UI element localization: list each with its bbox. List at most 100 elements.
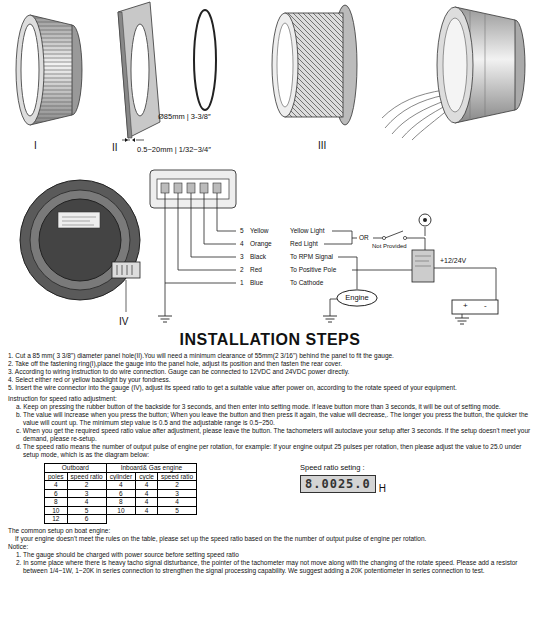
- part-number: III: [318, 140, 326, 151]
- instruction-text: d. The speed ratio means the number of o…: [16, 443, 532, 459]
- dimension: Ø85mm | 3-3/8″: [158, 113, 211, 121]
- o-ring: [194, 10, 216, 110]
- table-cell: 2: [67, 481, 106, 490]
- table-row: 1051045: [45, 506, 197, 515]
- wire-color: Blue: [250, 279, 263, 286]
- table-cell: 2: [157, 481, 196, 490]
- engine-oval: Engine: [336, 289, 378, 307]
- table-header: speed ratio: [157, 472, 196, 481]
- table-cell: 10: [106, 506, 135, 515]
- fastening-ring: [16, 15, 82, 125]
- ground-symbols: [158, 316, 469, 324]
- table-cell: 8: [45, 498, 68, 507]
- wire-color: Red: [250, 266, 262, 273]
- table-cell: 4: [136, 498, 158, 507]
- table-row: 63643: [45, 489, 197, 498]
- part-number: I: [34, 140, 37, 151]
- display-line: 8.0025.0H: [300, 475, 386, 493]
- pin-function: To Positive Pole: [290, 266, 336, 273]
- table-row: OutboardInboard& Gas engine: [45, 464, 197, 473]
- note-text: 1. The gauge should be charged with powe…: [16, 551, 532, 559]
- pin-function: To RPM Signal: [290, 253, 333, 260]
- table-cell-empty: [106, 515, 196, 524]
- text-section: INSTALLATION STEPS 1. Cut a 85 mm( 3 3/8"…: [8, 331, 532, 575]
- table-row: OutboardInboard& Gas enginepolesspeed ra…: [8, 463, 532, 527]
- wire-color: Orange: [250, 240, 272, 247]
- threaded-body: [272, 5, 357, 125]
- table-row: polesspeed ratiocylindercyclespeed ratio: [45, 472, 197, 481]
- battery-pole: +: [463, 302, 468, 311]
- supply-voltage: +12/24V: [440, 257, 466, 265]
- step-text: 5. Insert the wire connector into the ga…: [8, 384, 532, 392]
- table-cell: 4: [136, 481, 158, 490]
- instruction-text: a. Keep on pressing the rubber button of…: [16, 403, 532, 411]
- step-text: 3. According to wiring instruction to do…: [8, 368, 532, 376]
- note-heading: Notice:: [8, 543, 532, 551]
- pin-number: 4: [240, 240, 244, 247]
- ignition-switch: [412, 250, 434, 282]
- wiring-note: Not Provided: [372, 243, 407, 250]
- table-cell: 6: [106, 489, 135, 498]
- step-text: 1. Cut a 85 mm( 3 3/8") diameter panel h…: [8, 352, 532, 360]
- wire-connector: [150, 170, 236, 208]
- wire-color: Yellow: [250, 227, 269, 234]
- wire-color: Black: [250, 253, 266, 260]
- table-cell: 5: [67, 506, 106, 515]
- table-cell: 4: [67, 498, 106, 507]
- ratio-table: OutboardInboard& Gas enginepolesspeed ra…: [44, 463, 197, 524]
- speed-display: Speed ratio seting : 8.0025.0H: [300, 463, 386, 493]
- table-header: Inboard& Gas engine: [106, 464, 196, 473]
- instruction-text: c. When you get the required speed ratio…: [16, 427, 532, 443]
- pin-number: 3: [240, 253, 244, 260]
- table-row: 126: [45, 515, 197, 524]
- table-cell: 5: [157, 506, 196, 515]
- table-row: 42442: [45, 481, 197, 490]
- table-header: poles: [45, 472, 68, 481]
- panel: [118, 2, 160, 142]
- unit-letter: H: [379, 483, 386, 494]
- pin-number: 1: [240, 279, 244, 286]
- note-heading: The common setup on boat engine:: [8, 527, 532, 535]
- part-number: IV: [119, 316, 128, 327]
- battery-pole: -: [484, 302, 487, 311]
- display-caption: Speed ratio seting :: [300, 463, 386, 473]
- section-title: INSTALLATION STEPS: [8, 331, 532, 349]
- table-cell: 4: [106, 481, 135, 490]
- lcd-digits: 8.0025.0: [300, 475, 376, 493]
- dimension: 0.5~20mm | 1/32~3/4″: [137, 146, 211, 154]
- table-cell: 8: [106, 498, 135, 507]
- table-cell: 6: [45, 489, 68, 498]
- table-cell: 4: [136, 489, 158, 498]
- table-cell: 4: [136, 506, 158, 515]
- battery: [452, 300, 498, 314]
- node-label: Engine: [336, 289, 378, 307]
- instruction-heading: Instruction for speed ratio adjustment:: [8, 395, 532, 403]
- table-header: cylinder: [106, 472, 135, 481]
- note-text: 2. In some place where there is heavy ta…: [16, 559, 532, 575]
- pin-number: 5: [240, 227, 244, 234]
- note-text: If your engine doesn't meet the rules on…: [8, 535, 532, 543]
- pin-number: 2: [240, 266, 244, 273]
- table-header: cycle: [136, 472, 158, 481]
- table-cell: 3: [67, 489, 106, 498]
- pin-function: Yellow Light: [290, 227, 324, 234]
- table-body: OutboardInboard& Gas enginepolesspeed ra…: [45, 464, 197, 524]
- pin-function: To Cathode: [290, 279, 323, 286]
- gauge-back: [20, 180, 140, 312]
- ignition-key: [419, 214, 431, 226]
- table-cell: 12: [45, 515, 68, 524]
- step-text: 4. Select either red or yellow backlight…: [8, 376, 532, 384]
- table-header: Outboard: [45, 464, 107, 473]
- gauge-side-view: [382, 7, 525, 140]
- instruction-text: b. The value will increase when you pres…: [16, 411, 532, 427]
- table-row: 84844: [45, 498, 197, 507]
- table-cell: 4: [157, 498, 196, 507]
- table-cell: 10: [45, 506, 68, 515]
- table-cell: 6: [67, 515, 106, 524]
- table-header: speed ratio: [67, 472, 106, 481]
- wiring-note: OR: [359, 234, 369, 241]
- step-text: 2. Take off the fastening ring(I),place …: [8, 360, 532, 368]
- wires: [165, 193, 496, 318]
- pin-function: Red Light: [290, 240, 318, 247]
